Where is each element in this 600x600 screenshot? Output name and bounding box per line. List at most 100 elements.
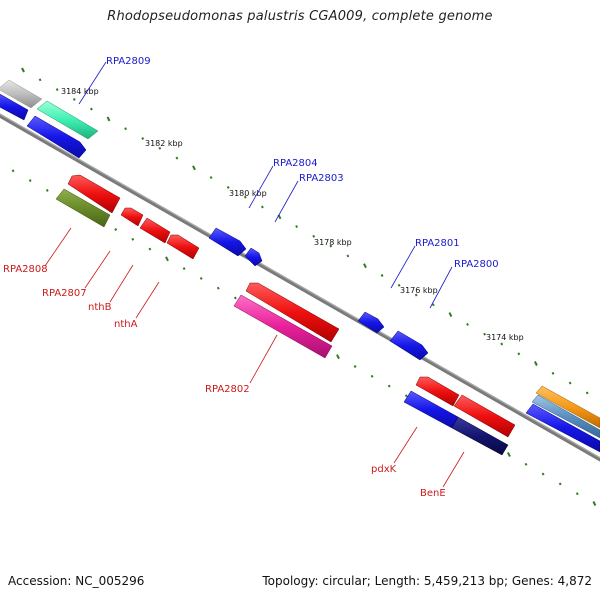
label-leader	[249, 334, 278, 384]
scale-tick-minor	[11, 169, 15, 173]
gene-label[interactable]: RPA2804	[273, 158, 318, 169]
gene-feature-blue[interactable]	[208, 227, 247, 257]
scale-tick-major	[165, 256, 169, 262]
gene-feature-olive[interactable]	[55, 188, 111, 228]
scale-tick-minor	[199, 276, 203, 280]
label-leader	[248, 165, 274, 209]
label-leader	[442, 451, 465, 488]
gene-feature-navy[interactable]	[451, 416, 509, 456]
gene-label[interactable]: pdxK	[371, 464, 397, 475]
gene-feature-blue[interactable]	[357, 311, 385, 334]
gene-label[interactable]: RPA2803	[299, 173, 344, 184]
scale-tick-major	[363, 263, 367, 269]
scale-tick-major	[192, 165, 196, 171]
gene-label[interactable]: BenE	[420, 488, 446, 499]
label-leader	[429, 266, 453, 309]
gene-feature-pink[interactable]	[233, 294, 333, 359]
gene-label[interactable]: nthA	[114, 319, 138, 330]
map-title: Rhodopseudomonas palustris CGA009, compl…	[107, 9, 493, 24]
scale-tick-major	[592, 501, 597, 506]
gene-feature-teal[interactable]	[36, 100, 99, 140]
label-leader	[390, 245, 416, 289]
gene-feature-blue[interactable]	[389, 330, 429, 361]
scale-tick-minor	[585, 391, 589, 395]
scale-tick-minor	[148, 247, 152, 251]
scale-tick-minor	[28, 179, 32, 183]
scale-tick-major	[507, 452, 511, 457]
scale-tick-minor	[312, 234, 316, 238]
outer-scale-ticks	[21, 67, 589, 395]
gene-feature-steel[interactable]	[531, 394, 600, 439]
scale-tick-major	[106, 116, 111, 122]
gene-feature-orange[interactable]	[535, 385, 600, 429]
scale-tick-major	[534, 361, 538, 366]
scale-tick-minor	[182, 267, 186, 271]
label-leader	[44, 227, 72, 267]
genome-backbone	[0, 113, 600, 462]
scale-tick-minor	[158, 146, 162, 150]
scale-tick-minor	[72, 97, 76, 101]
scale-label: 3184 kbp	[61, 87, 99, 96]
gene-feature-blue[interactable]	[244, 247, 263, 267]
scale-tick-minor	[517, 352, 521, 356]
accession-text: Accession: NC_005296	[8, 574, 145, 588]
label-leader	[135, 281, 160, 319]
scale-tick-minor	[216, 286, 220, 290]
gene-label[interactable]: RPA2808	[3, 264, 48, 275]
scale-tick-major	[21, 67, 25, 73]
gene-label[interactable]: RPA2807	[42, 288, 87, 299]
scale-tick-minor	[243, 195, 247, 199]
gene-label[interactable]: RPA2809	[106, 56, 151, 67]
scale-tick-major	[448, 312, 453, 318]
scale-tick-minor	[346, 254, 350, 258]
scale-tick-minor	[124, 127, 127, 131]
scale-tick-minor	[551, 371, 555, 375]
scale-tick-minor	[234, 296, 237, 300]
genome-summary-text: Topology: circular; Length: 5,459,213 bp…	[262, 574, 592, 588]
scale-tick-minor	[568, 381, 572, 385]
scale-tick-minor	[261, 205, 264, 209]
scale-tick-minor	[541, 472, 545, 476]
scale-label: 3174 kbp	[486, 333, 524, 342]
scale-tick-minor	[558, 482, 562, 486]
scale-tick-minor	[114, 228, 118, 231]
scale-tick-minor	[55, 88, 59, 92]
label-leader	[393, 426, 418, 464]
scale-tick-minor	[404, 394, 408, 398]
gene-feature-red[interactable]	[67, 174, 121, 214]
scale-tick-minor	[141, 137, 145, 140]
scale-tick-minor	[90, 107, 93, 111]
gene-feature-red[interactable]	[120, 207, 144, 227]
gene-feature-blue[interactable]	[26, 115, 87, 159]
gene-label[interactable]: RPA2801	[415, 238, 460, 249]
scale-label: 3178 kbp	[314, 238, 352, 247]
gene-feature-red[interactable]	[245, 282, 340, 343]
scale-tick-minor	[295, 225, 298, 229]
label-leader	[274, 180, 299, 223]
gene-feature-red[interactable]	[166, 234, 200, 260]
scale-tick-minor	[575, 492, 579, 496]
gene-feature-grey[interactable]	[0, 79, 43, 109]
gene-feature-blue[interactable]	[0, 93, 29, 121]
scale-tick-minor	[175, 156, 179, 160]
genome-backbone-highlight	[0, 113, 600, 459]
gene-feature-red[interactable]	[415, 376, 460, 407]
scale-tick-minor	[226, 185, 230, 189]
scale-tick-minor	[209, 176, 213, 180]
gene-feature-red[interactable]	[139, 217, 171, 244]
scale-tick-minor	[353, 365, 357, 368]
scale-tick-minor	[380, 274, 384, 277]
scale-label: 3176 kbp	[400, 286, 438, 295]
scale-tick-minor	[483, 332, 486, 336]
gene-label[interactable]: RPA2800	[454, 259, 499, 270]
gene-feature-red[interactable]	[453, 394, 516, 438]
gene-feature-blue[interactable]	[525, 403, 600, 453]
scale-tick-minor	[431, 303, 435, 307]
label-leader	[78, 61, 107, 105]
gene-label[interactable]: RPA2802	[205, 384, 250, 395]
gene-label[interactable]: nthB	[88, 302, 112, 313]
label-leader	[84, 250, 111, 289]
scale-tick-minor	[131, 237, 135, 241]
